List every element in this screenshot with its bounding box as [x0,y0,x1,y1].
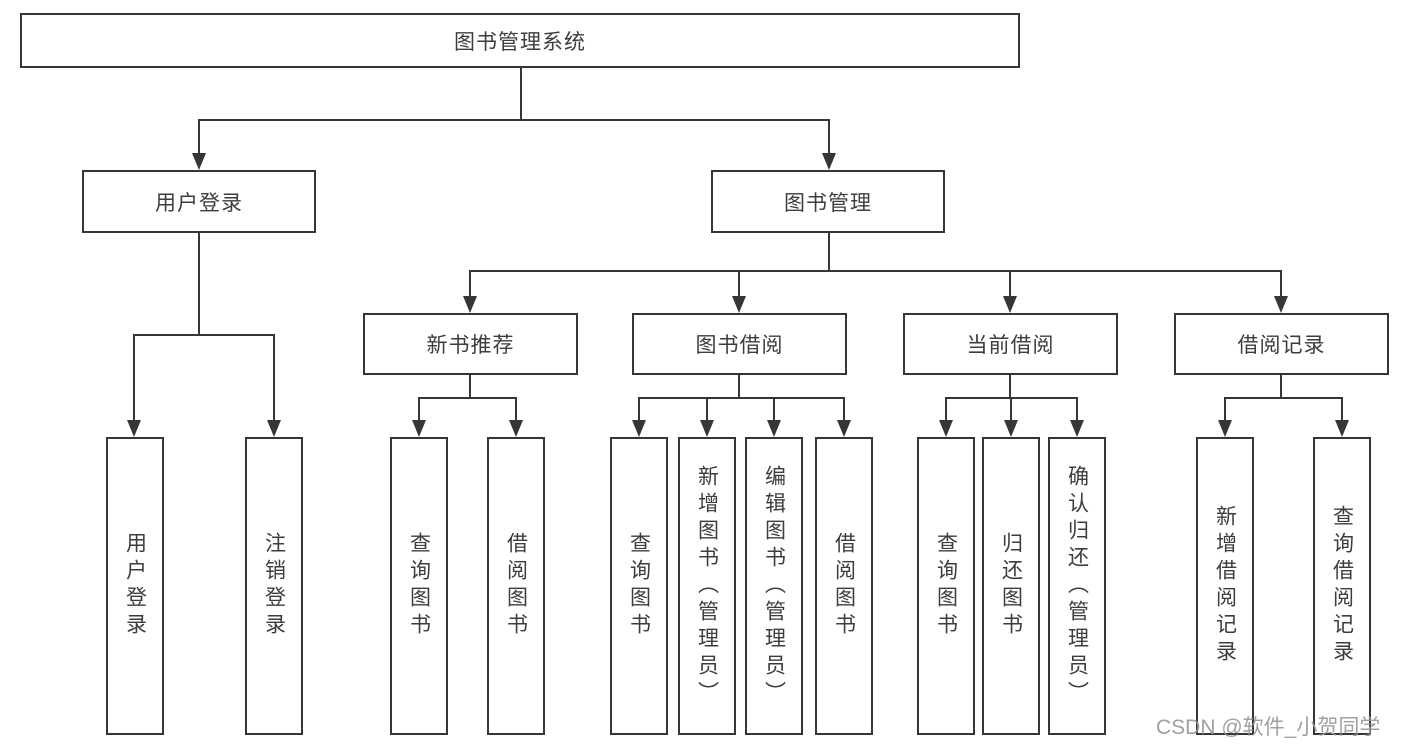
connector-root-bus [198,119,830,121]
arrowhead-query-books-c-icon [939,420,953,437]
leaf-edit-book-admin: 编辑图书（管理员） [745,437,803,735]
connector-drop-current-borrowing [1009,270,1011,300]
node-book-management-label: 图书管理 [784,191,872,215]
connector-drop-return-books [1010,397,1012,424]
leaf-add-borrow-record-label: 新增借阅记录 [1213,505,1237,667]
leaf-return-books: 归还图书 [982,437,1040,735]
leaf-add-book-admin-label: 新增图书（管理员） [695,464,719,708]
node-current-borrowing: 当前借阅 [903,313,1118,375]
node-book-borrowing-label: 图书借阅 [695,334,784,357]
connector-user-login-stem [198,233,200,336]
leaf-query-books-b-label: 查询图书 [627,532,651,640]
node-book-management: 图书管理 [711,170,945,233]
leaf-borrow-books-b-label: 借阅图书 [832,532,856,640]
leaf-query-books-a: 查询图书 [390,437,448,735]
arrowhead-confirm-return-icon [1070,420,1084,437]
arrowhead-leaf-user-login-icon [127,420,141,437]
arrowhead-query-borrow-record-icon [1335,420,1349,437]
leaf-query-books-a-label: 查询图书 [407,532,431,640]
connector-drop-leaf-user-login [133,334,135,424]
leaf-add-book-admin: 新增图书（管理员） [678,437,736,735]
connector-drop-borrowing-records [1280,270,1282,300]
connector-borrowing-records-bus [1224,397,1343,399]
arrowhead-query-books-a-icon [412,420,426,437]
leaf-confirm-return-admin-label: 确认归还（管理员） [1065,464,1089,708]
node-new-book-recommend: 新书推荐 [363,313,578,375]
connector-root-stem [520,68,522,121]
connector-current-borrowing-stem [1009,375,1011,399]
connector-drop-user-login [198,119,200,157]
connector-drop-edit-book-admin [773,397,775,424]
leaf-confirm-return-admin: 确认归还（管理员） [1048,437,1106,735]
node-root: 图书管理系统 [20,13,1020,68]
leaf-borrow-books-a-label: 借阅图书 [504,532,528,640]
connector-drop-query-books-c [945,397,947,424]
leaf-add-borrow-record: 新增借阅记录 [1196,437,1254,735]
node-new-book-recommend-label: 新书推荐 [426,334,515,357]
leaf-query-borrow-record: 查询借阅记录 [1313,437,1371,735]
connector-book-management-bus [469,270,1282,272]
connector-new-book-recommend-stem [469,375,471,399]
node-borrowing-records: 借阅记录 [1174,313,1389,375]
node-borrowing-records-label: 借阅记录 [1237,334,1326,357]
node-current-borrowing-label: 当前借阅 [966,334,1055,357]
arrowhead-borrow-books-a-icon [509,420,523,437]
arrowhead-book-borrowing-icon [732,296,746,313]
connector-drop-confirm-return [1076,397,1078,424]
arrowhead-user-login-icon [192,153,206,170]
node-user-login-label: 用户登录 [155,191,243,215]
connector-book-borrowing-stem [738,375,740,399]
leaf-borrow-books-b: 借阅图书 [815,437,873,735]
arrowhead-add-borrow-record-icon [1218,420,1232,437]
node-book-borrowing: 图书借阅 [632,313,847,375]
arrowhead-book-management-icon [822,153,836,170]
connector-drop-borrow-books-b [843,397,845,424]
leaf-user-login: 用户登录 [106,437,164,735]
arrowhead-current-borrowing-icon [1003,296,1017,313]
leaf-user-login-label: 用户登录 [123,532,147,640]
connector-drop-add-book-admin [706,397,708,424]
leaf-logout-label: 注销登录 [262,532,286,640]
connector-user-login-bus [133,334,275,336]
arrowhead-return-books-icon [1004,420,1018,437]
connector-drop-new-book-recommend [469,270,471,300]
connector-drop-book-borrowing [738,270,740,300]
connector-drop-borrow-books-a [515,397,517,424]
arrowhead-new-book-recommend-icon [463,296,477,313]
connector-drop-book-management [828,119,830,157]
leaf-borrow-books-a: 借阅图书 [487,437,545,735]
arrowhead-borrowing-records-icon [1274,296,1288,313]
connector-borrowing-records-stem [1280,375,1282,399]
leaf-logout: 注销登录 [245,437,303,735]
leaf-query-books-b: 查询图书 [610,437,668,735]
leaf-edit-book-admin-label: 编辑图书（管理员） [762,464,786,708]
leaf-query-borrow-record-label: 查询借阅记录 [1330,505,1354,667]
arrowhead-edit-book-admin-icon [767,420,781,437]
arrowhead-borrow-books-b-icon [837,420,851,437]
connector-drop-query-books-b [638,397,640,424]
leaf-query-books-c-label: 查询图书 [934,532,958,640]
connector-drop-leaf-logout [273,334,275,424]
connector-drop-add-borrow-record [1224,397,1226,424]
leaf-query-books-c: 查询图书 [917,437,975,735]
connector-drop-query-books-a [418,397,420,424]
node-user-login: 用户登录 [82,170,316,233]
connector-book-borrowing-bus [638,397,845,399]
leaf-return-books-label: 归还图书 [999,532,1023,640]
arrowhead-leaf-logout-icon [267,420,281,437]
watermark: CSDN @软件_小贺同学 [1156,716,1381,739]
connector-new-book-recommend-bus [418,397,517,399]
arrowhead-query-books-b-icon [632,420,646,437]
connector-drop-query-borrow-record [1341,397,1343,424]
arrowhead-add-book-admin-icon [700,420,714,437]
node-root-label: 图书管理系统 [454,30,586,54]
connector-book-management-stem [828,233,830,272]
